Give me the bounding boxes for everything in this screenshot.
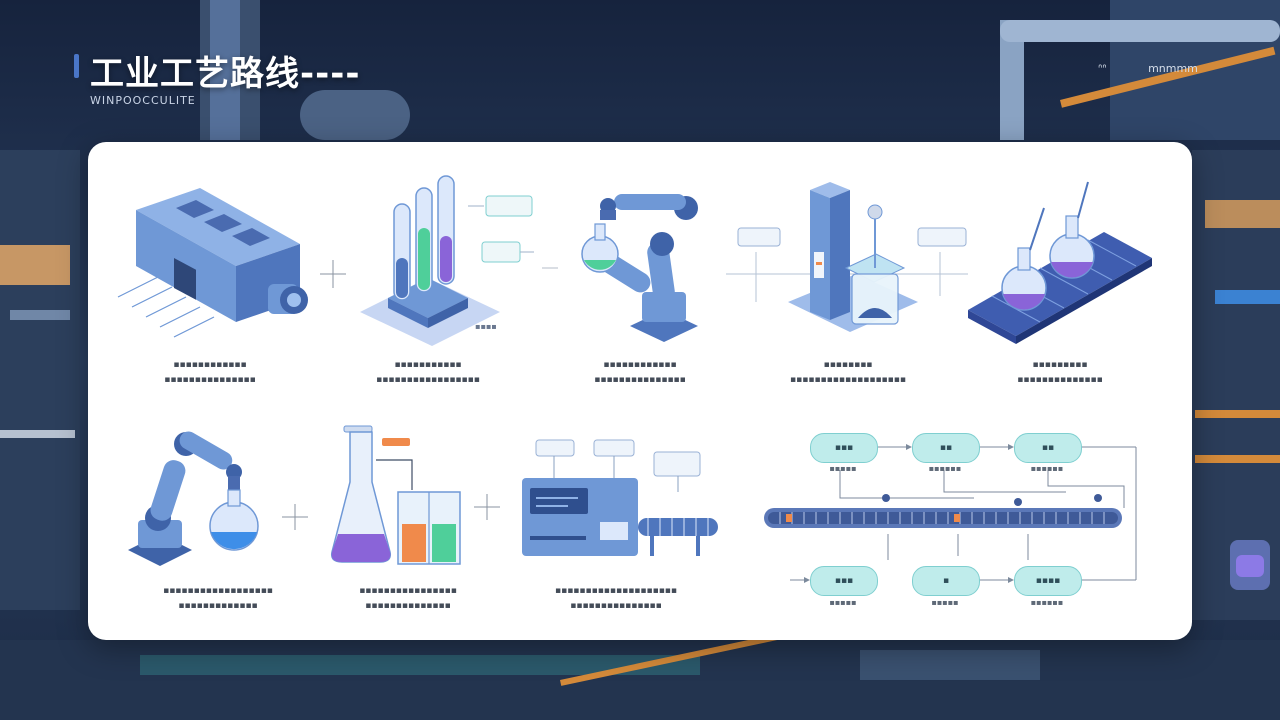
step-3-caption-line1: ▪▪▪▪▪▪▪▪▪▪▪▪ [603,360,677,370]
flow-node-bottom-3-sub: ▪▪▪▪▪▪ [1030,598,1064,607]
flow-node-top-2-sub: ▪▪▪▪▪▪ [928,464,962,473]
step-5-caption-line2: ▪▪▪▪▪▪▪▪▪▪▪▪▪▪ [1017,375,1103,385]
flow-node-top-3-sub: ▪▪▪▪▪▪ [1030,464,1064,473]
flow-node-top-2: ▪▪ [912,433,980,463]
top-right-mark: ᐢᐢ [1098,62,1107,75]
step-1-caption-line1: ▪▪▪▪▪▪▪▪▪▪▪▪ [173,360,247,370]
step-7-caption-line2: ▪▪▪▪▪▪▪▪▪▪▪▪▪▪ [365,601,451,611]
step-5-caption: ▪▪▪▪▪▪▪▪▪ ▪▪▪▪▪▪▪▪▪▪▪▪▪▪ [960,358,1160,388]
step-1-caption: ▪▪▪▪▪▪▪▪▪▪▪▪ ▪▪▪▪▪▪▪▪▪▪▪▪▪▪▪ [110,358,310,388]
flow-node-bottom-3: ▪▪▪▪ [1014,566,1082,596]
conveyor-flasks-icon [968,181,1152,344]
step-7-caption-line1: ▪▪▪▪▪▪▪▪▪▪▪▪▪▪▪▪ [359,586,457,596]
process-panel: ▪▪▪ ▪▪▪▪▪ ▪▪ ▪▪▪▪▪▪ ▪▪ ▪▪▪▪▪▪ ▪▪▪ ▪▪▪▪▪ … [88,142,1192,640]
page-title: 工业工艺路线---- [90,54,361,94]
process-illustrations [117,175,1152,583]
test-tube-rack-icon [360,175,534,346]
machine-block-icon [117,188,308,338]
title-accent-bar [74,54,79,78]
step-3-caption-line2: ▪▪▪▪▪▪▪▪▪▪▪▪▪▪▪ [594,375,686,385]
step-6-caption-line1: ▪▪▪▪▪▪▪▪▪▪▪▪▪▪▪▪▪▪ [163,586,273,596]
step-2-caption-line1: ▪▪▪▪▪▪▪▪▪▪▪ [394,360,462,370]
top-right-text: mnmmm [1148,62,1198,75]
step-8-caption-line2: ▪▪▪▪▪▪▪▪▪▪▪▪▪▪▪ [570,601,662,611]
flow-node-top-3: ▪▪ [1014,433,1082,463]
flow-conveyor-belt [764,494,1122,528]
step-2-caption-line2: ▪▪▪▪▪▪▪▪▪▪▪▪▪▪▪▪▪ [376,375,480,385]
flow-node-bottom-2: ▪ [912,566,980,596]
reactor-tower-icon [726,182,968,332]
flow-diagram [790,444,1137,583]
step-2-caption: ▪▪▪▪▪▪▪▪▪▪▪ ▪▪▪▪▪▪▪▪▪▪▪▪▪▪▪▪▪ [328,358,528,388]
flow-node-top-1: ▪▪▪ [810,433,878,463]
step-4-caption: ▪▪▪▪▪▪▪▪ ▪▪▪▪▪▪▪▪▪▪▪▪▪▪▪▪▪▪▪ [748,358,948,388]
step-7-caption: ▪▪▪▪▪▪▪▪▪▪▪▪▪▪▪▪ ▪▪▪▪▪▪▪▪▪▪▪▪▪▪ [308,584,508,614]
step-4-caption-line2: ▪▪▪▪▪▪▪▪▪▪▪▪▪▪▪▪▪▪▪ [790,375,906,385]
flow-node-bottom-1-sub: ▪▪▪▪▪ [829,598,857,607]
step-1-caption-line2: ▪▪▪▪▪▪▪▪▪▪▪▪▪▪▪ [164,375,256,385]
flow-node-bottom-2-sub: ▪▪▪▪▪ [931,598,959,607]
step-2-tag: ▪▪▪▪ [475,322,497,331]
step-6-caption-line2: ▪▪▪▪▪▪▪▪▪▪▪▪▪ [178,601,258,611]
page-subtitle: WINPOOCCULITE [90,94,196,107]
robot-arm-flask-icon [581,194,698,342]
robot-arm-round-flask-icon [128,431,259,566]
step-4-caption-line1: ▪▪▪▪▪▪▪▪ [823,360,873,370]
step-3-caption: ▪▪▪▪▪▪▪▪▪▪▪▪ ▪▪▪▪▪▪▪▪▪▪▪▪▪▪▪ [540,358,740,388]
flow-node-top-1-sub: ▪▪▪▪▪ [829,464,857,473]
step-5-caption-line1: ▪▪▪▪▪▪▪▪▪ [1032,360,1088,370]
control-cabinet-icon [522,439,718,556]
step-6-caption: ▪▪▪▪▪▪▪▪▪▪▪▪▪▪▪▪▪▪ ▪▪▪▪▪▪▪▪▪▪▪▪▪ [118,584,318,614]
flask-beakers-icon [330,425,461,565]
top-right-label: ᐢᐢ mnmmm [1098,62,1198,75]
flow-node-bottom-1: ▪▪▪ [810,566,878,596]
step-8-caption-line1: ▪▪▪▪▪▪▪▪▪▪▪▪▪▪▪▪▪▪▪▪ [555,586,677,596]
step-8-caption: ▪▪▪▪▪▪▪▪▪▪▪▪▪▪▪▪▪▪▪▪ ▪▪▪▪▪▪▪▪▪▪▪▪▪▪▪ [516,584,716,614]
